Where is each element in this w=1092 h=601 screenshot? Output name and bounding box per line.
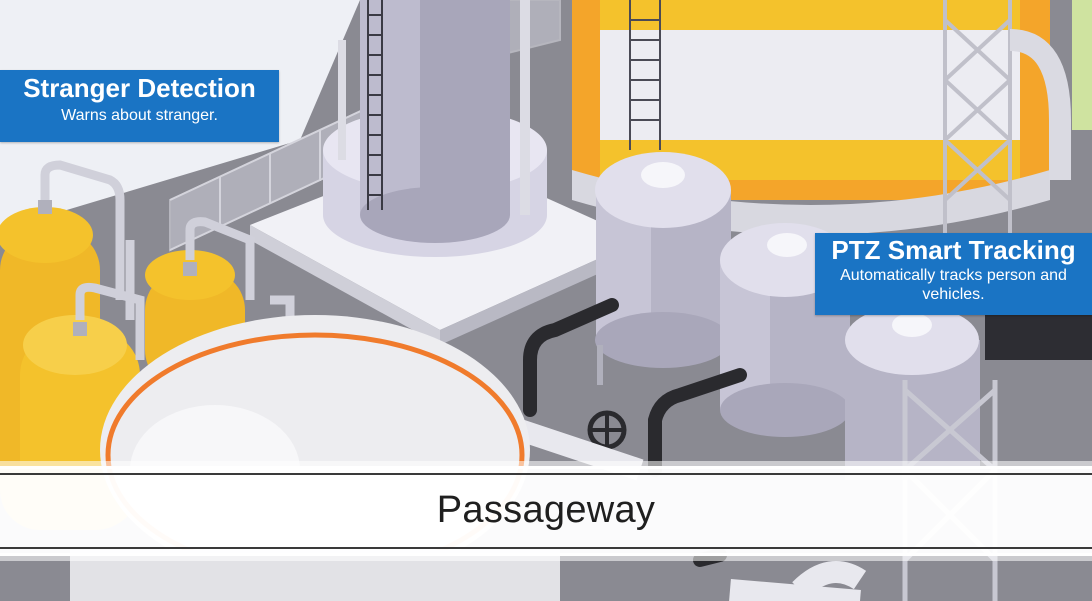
stranger-detection-description: Warns about stranger. bbox=[61, 107, 218, 124]
area-label-banner: Passageway bbox=[0, 466, 1092, 556]
yellow-tank-pipes bbox=[40, 160, 295, 360]
ptz-smart-tracking-callout: PTZ Smart Tracking Automatically tracks … bbox=[815, 233, 1092, 315]
silver-tank-2 bbox=[720, 223, 850, 437]
curved-pipe-right bbox=[1009, 29, 1071, 180]
valve-wheel-icon bbox=[587, 410, 627, 450]
central-column bbox=[250, 0, 640, 345]
banner-divider bbox=[0, 473, 1092, 475]
ptz-smart-tracking-description: Automatically tracks person and vehicles… bbox=[840, 267, 1067, 303]
column-ladder bbox=[367, 0, 383, 210]
stranger-detection-title: Stranger Detection bbox=[23, 73, 256, 103]
vertical-pipe bbox=[520, 0, 530, 215]
green-tank-edge bbox=[1072, 0, 1092, 130]
white-pipes bbox=[516, 419, 867, 601]
tank-ladder bbox=[629, 0, 661, 150]
silver-tank-1 bbox=[595, 152, 731, 385]
vertical-pipe bbox=[338, 40, 346, 160]
stranger-detection-callout: Stranger Detection Warns about stranger. bbox=[0, 70, 279, 142]
banner-divider bbox=[0, 547, 1092, 549]
ptz-smart-tracking-title: PTZ Smart Tracking bbox=[831, 235, 1076, 265]
area-label: Passageway bbox=[436, 489, 656, 531]
tank-valves bbox=[38, 200, 197, 336]
silver-tank-3 bbox=[845, 305, 980, 480]
